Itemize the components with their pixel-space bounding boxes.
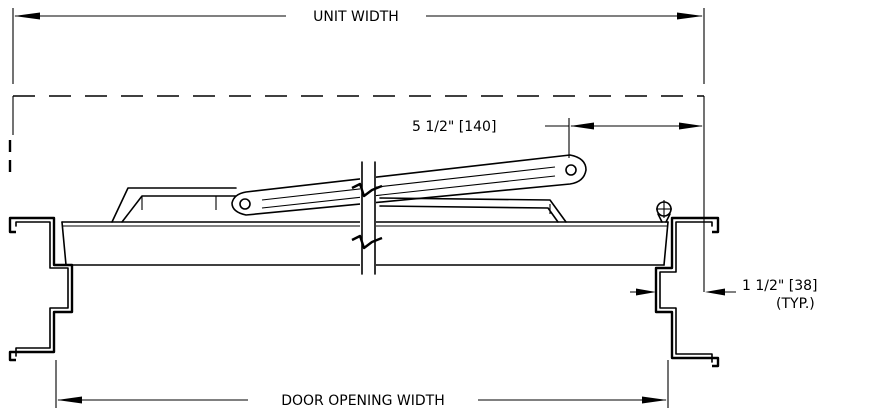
unit-width-label: UNIT WIDTH [313,9,399,25]
flange-arrow-right [705,288,725,296]
door-opening-arrow-right [642,396,667,404]
unit-width-arrow-right [677,12,703,20]
arm-offset-label: 5 1/2" [140] [412,119,496,135]
gasket-left [111,187,237,223]
arm-inner-line-top [261,166,556,201]
arm-inner-line-bottom [261,175,556,209]
flange-depth-label: 1 1/2" [38] [742,278,818,294]
gasket-right [379,197,567,223]
left-channel-outer [8,216,74,362]
break-zigzag-bottom [351,234,383,250]
arm-offset-arrow-right [679,122,703,130]
arm-pivot-left [239,198,251,210]
door-opening-label: DOOR OPENING WIDTH [281,393,445,409]
hasp-legs [657,213,671,223]
door-opening-dimension: DOOR OPENING WIDTH [55,360,669,409]
unit-width-arrow-left [14,12,40,20]
arm-pivot-right [565,164,577,176]
right-frame-channel [654,200,720,368]
flange-arrow-left [636,288,656,296]
flange-depth-dimension: 1 1/2" [38] (TYP.) [630,278,818,312]
door-frame [61,187,669,266]
break-zigzag-top [351,182,383,198]
cover-outline [8,95,705,292]
arm-body [231,154,587,216]
arm-offset-arrow-left [570,122,594,130]
left-channel-inner [15,221,69,357]
door-opening-arrow-left [57,396,82,404]
hold-open-arm [231,154,587,216]
left-frame-channel [8,216,74,362]
frame-left-bevel [61,221,67,266]
center-break [351,161,383,275]
arm-offset-dimension: 5 1/2" [140] [412,118,703,158]
unit-width-dimension: UNIT WIDTH [12,8,705,84]
typical-label: (TYP.) [776,296,815,312]
right-channel-inner [659,221,713,363]
frame-right-bevel [663,221,669,266]
